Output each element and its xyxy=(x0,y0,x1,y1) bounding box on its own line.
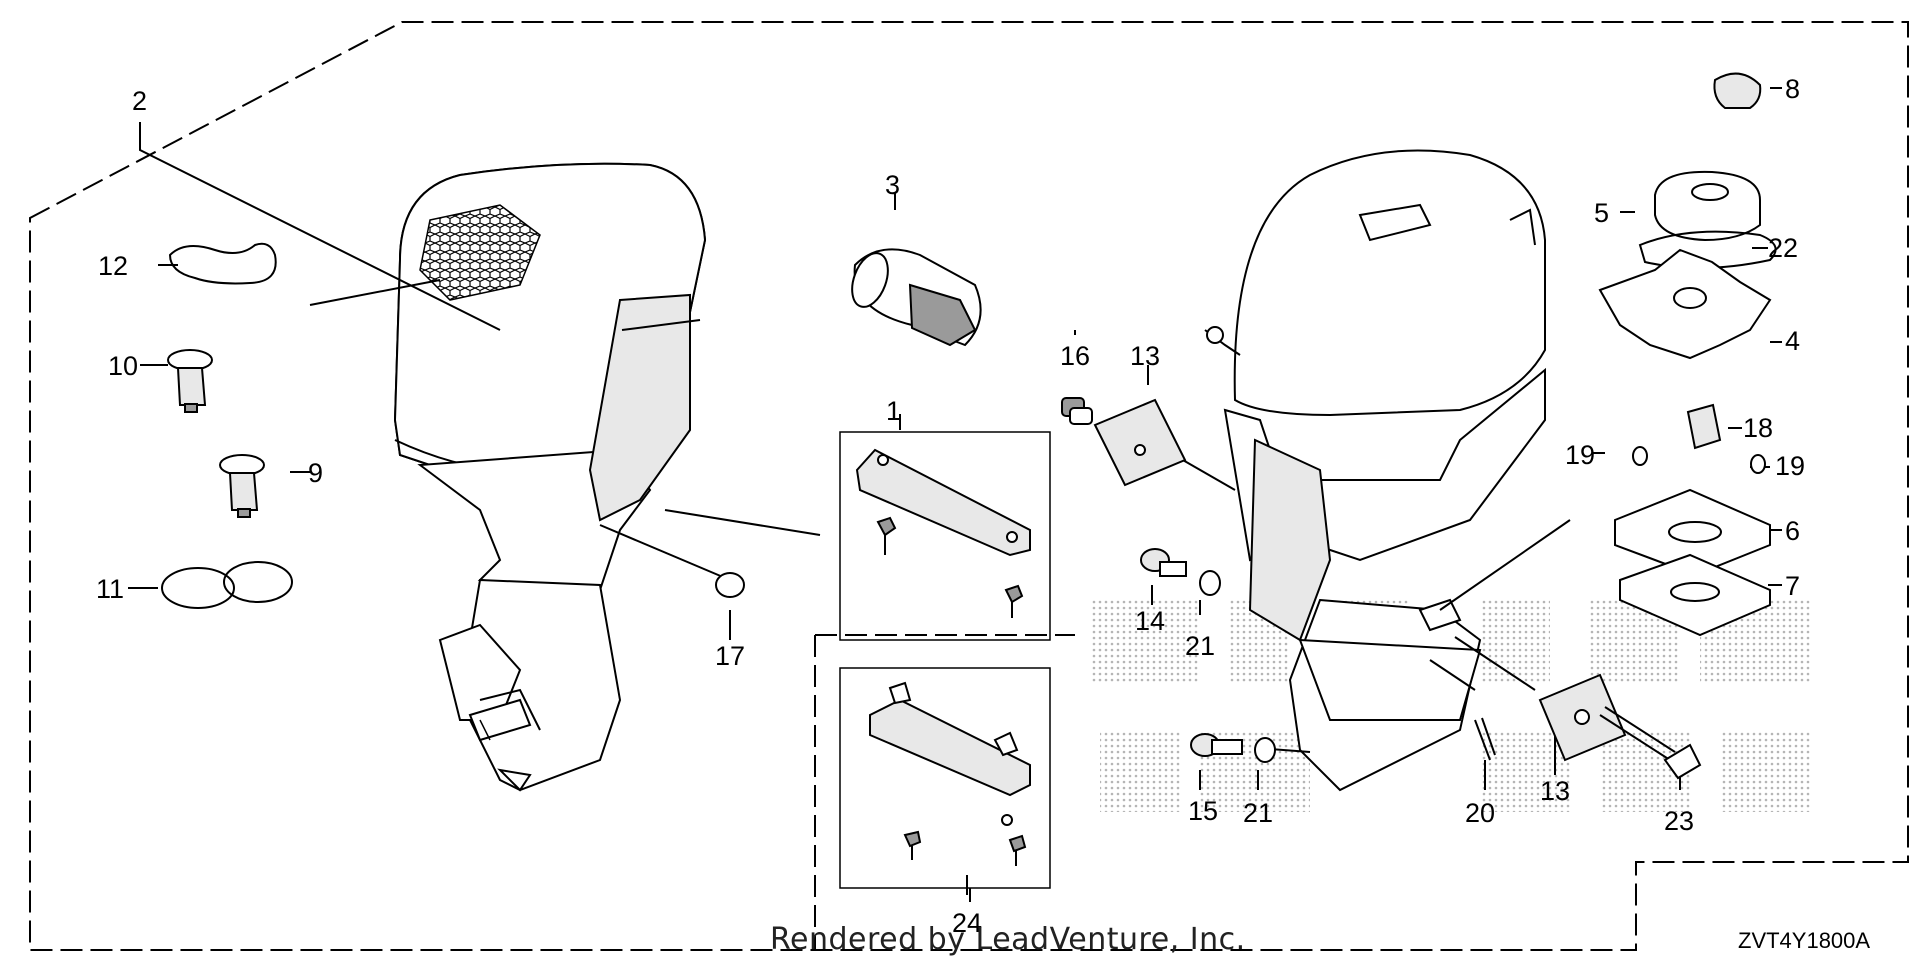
callout-15[interactable]: 15 xyxy=(1188,796,1218,826)
callout-12[interactable]: 12 xyxy=(98,251,128,281)
callout-2[interactable]: 2 xyxy=(132,86,147,116)
thermostat-9 xyxy=(219,454,265,518)
diagram-code: ZVT4Y1800A xyxy=(1738,928,1871,953)
anode-kit-1 xyxy=(839,431,1051,641)
callout-21a[interactable]: 21 xyxy=(1185,631,1215,661)
callout-17[interactable]: 17 xyxy=(715,641,745,671)
seal-ring-11 xyxy=(161,561,293,609)
anode-kit-24 xyxy=(839,667,1051,902)
anode-block-13a xyxy=(1093,398,1187,487)
callout-22[interactable]: 22 xyxy=(1768,233,1798,263)
callout-13a[interactable]: 13 xyxy=(1130,341,1160,371)
pin-19a xyxy=(1632,446,1648,466)
callout-20[interactable]: 20 xyxy=(1465,798,1495,828)
callout-19b[interactable]: 19 xyxy=(1775,451,1805,481)
nut-16 xyxy=(1061,397,1093,425)
grommet-8 xyxy=(1713,72,1762,109)
wear-plate-6 xyxy=(1614,488,1771,577)
callout-19a[interactable]: 19 xyxy=(1565,440,1595,470)
callout-1[interactable]: 1 xyxy=(886,396,901,426)
callout-21b[interactable]: 21 xyxy=(1243,798,1273,828)
washer-21a xyxy=(1199,570,1221,596)
callout-13b[interactable]: 13 xyxy=(1540,776,1570,806)
callout-numbers: 1 2 3 4 5 6 7 8 9 10 11 12 13 13 14 15 1… xyxy=(96,74,1805,938)
callout-7[interactable]: 7 xyxy=(1785,571,1800,601)
callout-5[interactable]: 5 xyxy=(1594,198,1609,228)
bolt-14 xyxy=(1140,548,1187,577)
callout-3[interactable]: 3 xyxy=(885,170,900,200)
thermostat-10 xyxy=(167,349,213,413)
leader-lines xyxy=(128,87,1782,895)
callout-14[interactable]: 14 xyxy=(1135,606,1165,636)
callout-16[interactable]: 16 xyxy=(1060,341,1090,371)
callout-10[interactable]: 10 xyxy=(108,351,138,381)
outboard-engine-left xyxy=(309,162,707,792)
callout-23[interactable]: 23 xyxy=(1664,806,1694,836)
pin-19b xyxy=(1750,454,1766,474)
cotter-pin-20 xyxy=(1474,717,1496,761)
callout-11[interactable]: 11 xyxy=(96,574,124,604)
callout-9[interactable]: 9 xyxy=(308,458,323,488)
callout-24[interactable]: 24 xyxy=(952,908,982,938)
callout-4[interactable]: 4 xyxy=(1785,326,1800,356)
callout-8[interactable]: 8 xyxy=(1785,74,1800,104)
bolt-23 xyxy=(1599,706,1702,780)
impeller-4 xyxy=(1598,248,1772,360)
pump-housing-5 xyxy=(1654,170,1761,242)
key-18 xyxy=(1686,403,1722,450)
washer-17 xyxy=(715,572,745,598)
callout-6[interactable]: 6 xyxy=(1785,516,1800,546)
oil-filter xyxy=(851,248,982,347)
gasket-12 xyxy=(168,242,277,285)
washer-21b xyxy=(1254,737,1276,763)
bolt-15 xyxy=(1190,733,1243,757)
gasket-7 xyxy=(1619,553,1771,637)
callout-18[interactable]: 18 xyxy=(1743,413,1773,443)
kit-boundary xyxy=(29,21,1909,951)
outboard-engine-right xyxy=(1204,149,1571,792)
footer-credit: Rendered by LeadVenture, Inc. xyxy=(770,922,1246,957)
